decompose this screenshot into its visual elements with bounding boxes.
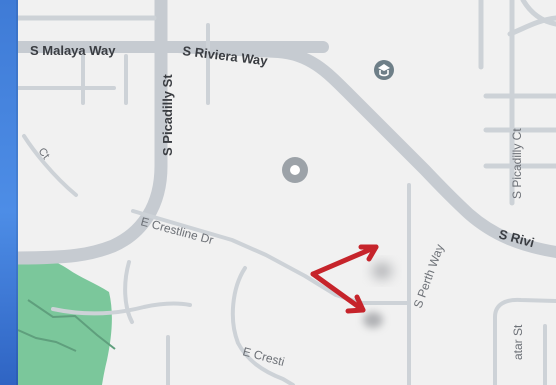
park-area [18,254,116,385]
map-canvas: S Malaya Way S Riviera Way S Picadilly S… [18,0,556,385]
label-s-picadilly-ct: S Picadilly Ct [510,128,524,199]
label-s-picadilly-st: S Picadilly St [160,74,175,156]
place-pin [282,157,308,183]
map-view[interactable]: S Malaya Way S Riviera Way S Picadilly S… [18,0,556,385]
label-qatar-st: atar St [511,324,525,360]
roads [18,0,556,385]
school-poi [374,60,394,80]
annotation-arrows [310,244,379,314]
label-s-malaya-way: S Malaya Way [30,43,116,58]
side-panel [0,0,18,385]
annotation-shadows [363,263,392,328]
